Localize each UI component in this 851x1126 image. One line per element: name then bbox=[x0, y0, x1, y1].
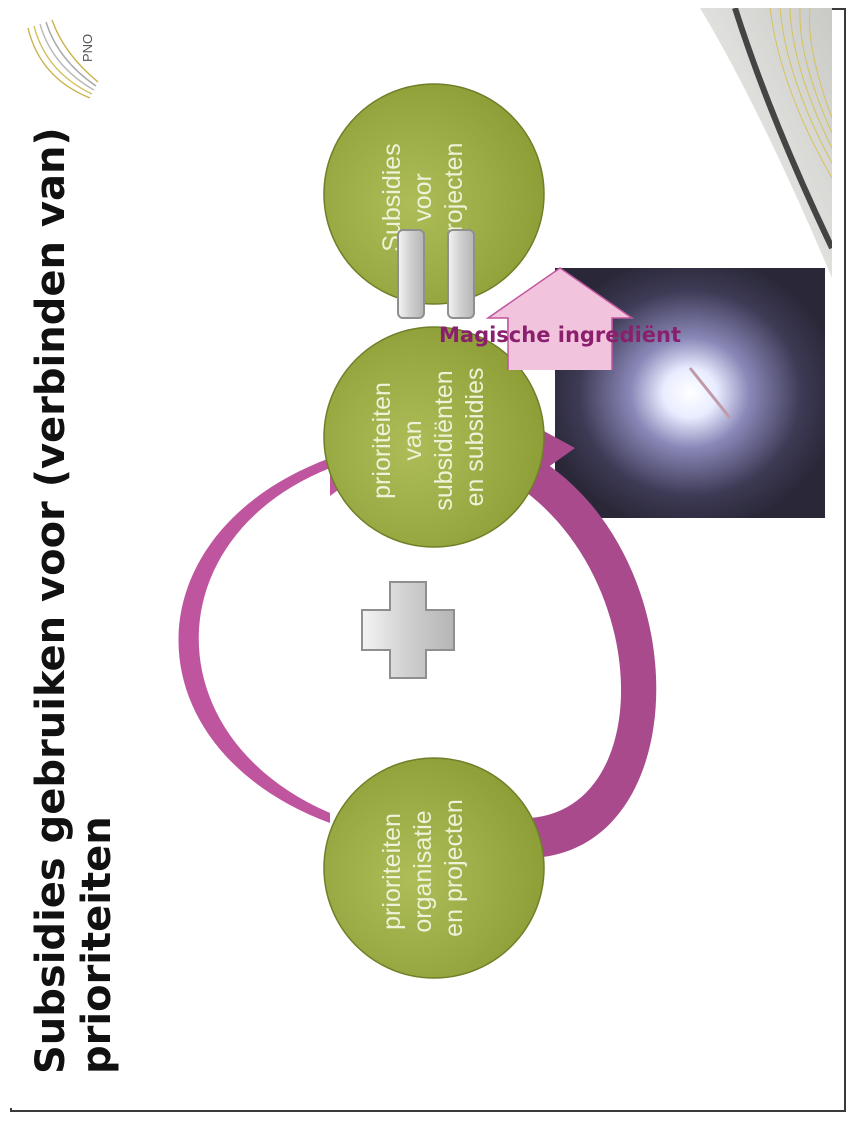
light-photo bbox=[555, 268, 825, 518]
logo: PNO bbox=[27, 19, 99, 99]
banner-arrow: Magische ingrediënt bbox=[439, 267, 681, 370]
slide: Subsidies gebruiken voor (verbinden van)… bbox=[0, 8, 832, 1108]
circle-2-line-2: van bbox=[399, 420, 427, 460]
equals-icon bbox=[397, 229, 475, 319]
circle-1-line-2: organisatie bbox=[409, 810, 437, 932]
circle-2-line-3: subsidiënten bbox=[430, 370, 458, 510]
circle-1-line-3: en projecten bbox=[440, 799, 468, 937]
circle-1-line-1: prioriteiten bbox=[378, 813, 406, 930]
logo-text: PNO bbox=[80, 34, 95, 62]
svg-text:prioriteiten van: prioriteiten van subsidiënten en subsidi… bbox=[368, 363, 489, 510]
svg-text:Subsidies voor: Subsidies voor projecten bbox=[378, 136, 468, 251]
plus-icon bbox=[361, 581, 455, 679]
circle-2-line-4: en subsidies bbox=[461, 368, 489, 507]
decor-swoosh-icon bbox=[769, 8, 832, 179]
circle-3-line-2: voor bbox=[409, 173, 437, 222]
logo-swoosh-icon bbox=[27, 19, 99, 99]
banner-text: Magische ingrediënt bbox=[439, 323, 681, 347]
circle-3: Subsidies voor projecten bbox=[323, 83, 545, 305]
decor-sheet bbox=[700, 8, 832, 278]
circle-2-line-1: prioriteiten bbox=[368, 382, 396, 499]
circle-3-line-3: projecten bbox=[440, 143, 468, 246]
circle-2: prioriteiten van subsidiënten en subsidi… bbox=[323, 326, 545, 548]
diagram: PNO bbox=[27, 8, 832, 979]
circle-1: prioriteiten organisatie en projecten bbox=[323, 757, 545, 979]
svg-text:prioriteiten organis: prioriteiten organisatie en projecten bbox=[378, 799, 468, 937]
